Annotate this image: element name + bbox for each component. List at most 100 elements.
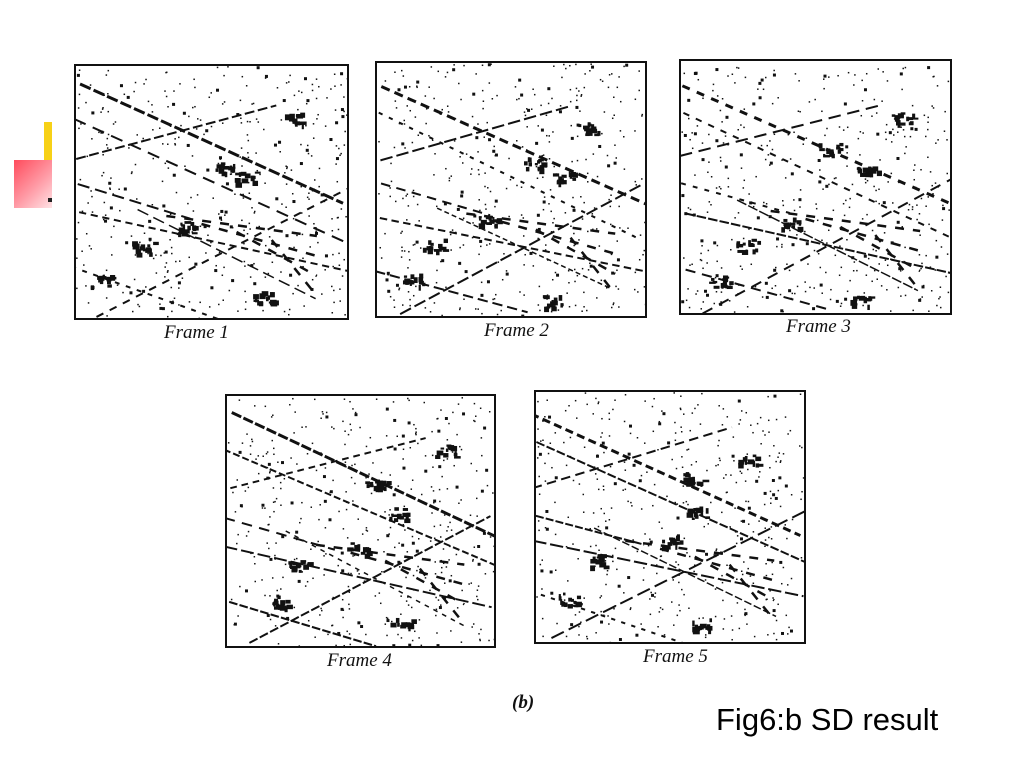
noise-speck (443, 514, 446, 516)
noise-speck (250, 420, 253, 423)
noise-speck (784, 177, 787, 179)
noise-speck (450, 630, 452, 632)
vehicle-blob-pixel (863, 298, 868, 304)
noise-speck (461, 589, 463, 592)
noise-speck (105, 269, 108, 272)
noise-speck (333, 73, 336, 76)
noise-speck (565, 67, 567, 70)
noise-speck (102, 107, 104, 109)
noise-speck (725, 491, 728, 494)
noise-speck (794, 73, 797, 75)
noise-speck (900, 126, 902, 128)
vehicle-blob-pixel (751, 238, 757, 242)
vehicle-blob-pixel (561, 174, 567, 178)
noise-speck (249, 228, 251, 230)
noise-speck (417, 538, 420, 540)
noise-speck (491, 98, 494, 100)
noise-speck (932, 107, 935, 109)
noise-speck (315, 226, 317, 229)
noise-speck (813, 287, 815, 289)
noise-speck (280, 119, 283, 121)
noise-speck (844, 297, 848, 301)
noise-speck (542, 635, 544, 638)
noise-speck (443, 202, 447, 206)
noise-speck (601, 132, 603, 135)
noise-speck (324, 125, 327, 127)
noise-speck (243, 242, 245, 245)
vehicle-blob-pixel (107, 280, 111, 285)
noise-speck (839, 305, 842, 307)
noise-speck (264, 405, 267, 408)
noise-speck (708, 161, 710, 163)
noise-speck (188, 301, 191, 303)
noise-speck (111, 254, 113, 256)
noise-speck (324, 527, 327, 529)
noise-speck (683, 537, 686, 540)
vehicle-blob-pixel (436, 249, 440, 256)
vehicle-blob-pixel (558, 182, 562, 188)
noise-speck (884, 259, 887, 261)
noise-speck (696, 125, 699, 127)
noise-speck (584, 392, 587, 394)
noise-speck (184, 165, 186, 167)
noise-speck (718, 405, 720, 407)
noise-speck (408, 643, 412, 646)
noise-speck (407, 291, 410, 293)
noise-speck (169, 213, 172, 215)
noise-speck (862, 132, 864, 134)
noise-speck (417, 442, 419, 445)
noise-speck (439, 500, 441, 503)
noise-speck (710, 176, 713, 178)
noise-speck (337, 216, 339, 219)
noise-speck (241, 157, 244, 160)
noise-speck (794, 292, 796, 295)
noise-speck (236, 180, 238, 183)
noise-speck (609, 205, 612, 208)
noise-speck (259, 173, 261, 176)
noise-speck (505, 187, 508, 190)
vehicle-blob-pixel (685, 472, 690, 477)
lane-marking (315, 543, 465, 566)
noise-speck (612, 302, 615, 304)
noise-speck (347, 585, 350, 588)
vehicle-blob-pixel (357, 544, 361, 550)
vehicle-blob-pixel (191, 232, 198, 235)
noise-speck (274, 558, 276, 560)
noise-speck (554, 271, 557, 274)
vehicle-blob-pixel (234, 178, 241, 183)
noise-speck (859, 131, 862, 133)
noise-speck (603, 111, 606, 113)
noise-speck (892, 134, 895, 136)
vehicle-blob-pixel (410, 274, 415, 279)
noise-speck (164, 250, 168, 254)
noise-speck (643, 442, 646, 444)
noise-speck (247, 181, 250, 184)
noise-speck (481, 454, 483, 457)
vehicle-blob-pixel (667, 542, 673, 546)
noise-speck (173, 90, 175, 92)
noise-speck (81, 210, 84, 213)
vehicle-blob-pixel (900, 112, 906, 115)
noise-speck (799, 445, 801, 447)
noise-speck (402, 448, 405, 451)
noise-speck (600, 436, 602, 438)
vehicle-blob-pixel (676, 535, 680, 542)
noise-speck (777, 489, 780, 492)
noise-speck (941, 219, 944, 221)
edge-stroke (540, 593, 684, 642)
noise-speck (817, 252, 820, 255)
vehicle-blob-pixel (823, 153, 826, 158)
noise-speck (886, 80, 889, 82)
vehicle-blob-pixel (235, 182, 243, 188)
edge-stroke (702, 178, 950, 313)
vehicle-blob-pixel (851, 303, 858, 309)
noise-speck (415, 285, 417, 288)
vehicle-blob-pixel (897, 113, 904, 119)
noise-speck (719, 302, 723, 306)
noise-speck (143, 232, 146, 234)
noise-speck (608, 519, 611, 521)
noise-speck (454, 118, 457, 120)
noise-speck (270, 416, 273, 418)
vehicle-blob-pixel (288, 561, 295, 565)
noise-speck (430, 66, 433, 68)
